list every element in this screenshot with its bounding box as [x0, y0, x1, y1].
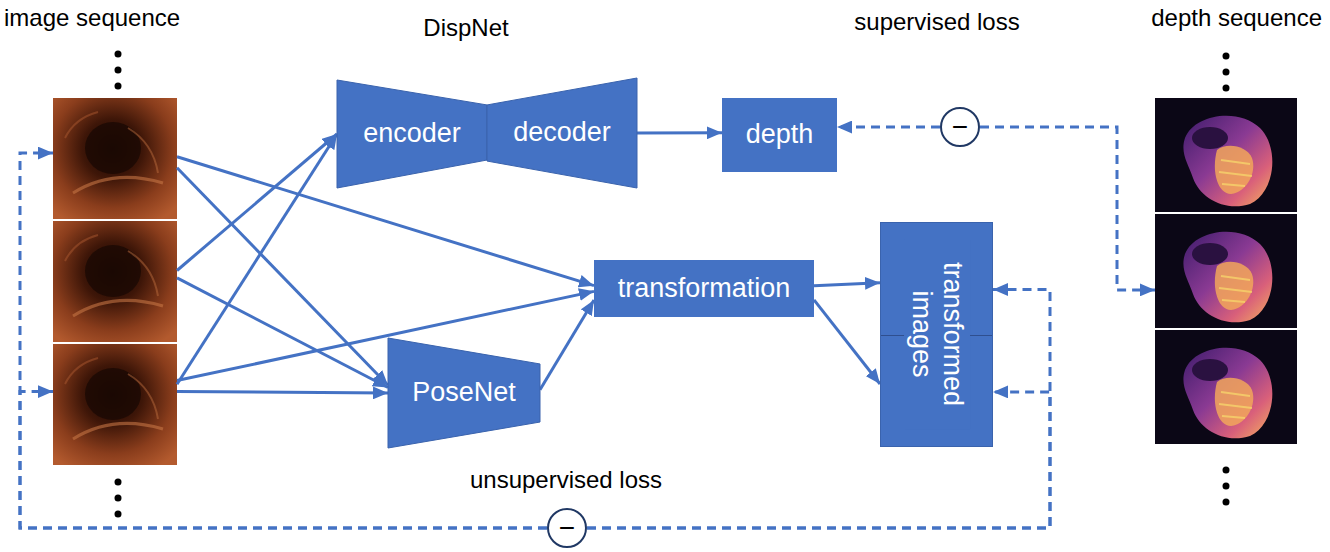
dot — [115, 67, 122, 74]
dot — [1223, 85, 1230, 92]
connector-arrow — [837, 126, 940, 129]
image-stack: transformed images — [880, 222, 993, 447]
node-text: encoder — [363, 118, 461, 149]
connector-arrow — [637, 131, 722, 134]
posenet-block: PoseNet — [388, 338, 540, 448]
operator-symbol: − — [559, 514, 575, 542]
endoscope-image — [53, 98, 177, 219]
dot — [115, 51, 122, 58]
node-text: transformed images — [903, 240, 969, 430]
connector-arrow — [980, 127, 1155, 290]
connector-arrow — [814, 283, 880, 286]
endoscope-image — [53, 344, 177, 465]
decoder-block: decoder — [487, 78, 637, 188]
minus-circle: − — [547, 508, 587, 548]
dot — [1223, 483, 1230, 490]
dot — [1223, 499, 1230, 506]
process-box: transformation — [594, 260, 814, 317]
process-box: depth — [722, 98, 837, 172]
node-text: decoder — [513, 117, 611, 148]
node-text: transformation — [618, 273, 791, 304]
dot — [115, 495, 122, 502]
node-text: depth — [746, 119, 814, 150]
trapezoid — [337, 80, 487, 188]
depth-strip: depth sequence — [1155, 98, 1297, 445]
connector-arrow — [814, 300, 880, 384]
node-text: PoseNet — [412, 377, 516, 408]
depth-sequence-picture — [1155, 98, 1297, 444]
connector-arrow — [177, 168, 388, 386]
heading-text: depth sequence — [1151, 4, 1322, 32]
dot — [115, 479, 122, 486]
dot — [115, 83, 122, 90]
dot — [1223, 467, 1230, 474]
image-sequence-picture — [53, 98, 177, 465]
depth-image — [1155, 214, 1297, 328]
trapezoid — [487, 78, 637, 188]
depth-image — [1155, 330, 1297, 444]
connector-arrow — [177, 278, 388, 388]
heading-text: image sequence — [4, 4, 180, 32]
dot — [115, 511, 122, 518]
trapezoid — [388, 338, 540, 448]
minus-circle: − — [940, 107, 980, 147]
image-strip: image sequence — [53, 98, 177, 465]
dot — [1223, 69, 1230, 76]
encoder-block: encoder — [337, 80, 487, 188]
endoscope-image — [53, 221, 177, 342]
operator-symbol: − — [952, 113, 968, 141]
connector-arrow — [177, 392, 388, 393]
dot — [1223, 53, 1230, 60]
label-text: supervised loss — [852, 8, 1021, 36]
label-text: unsupervised loss — [468, 466, 664, 494]
connector-arrow — [540, 300, 594, 390]
label-text: DispNet — [421, 14, 510, 42]
connector-arrow — [177, 134, 337, 384]
ellipsis-dots — [115, 51, 1230, 518]
depth-image — [1155, 98, 1297, 212]
